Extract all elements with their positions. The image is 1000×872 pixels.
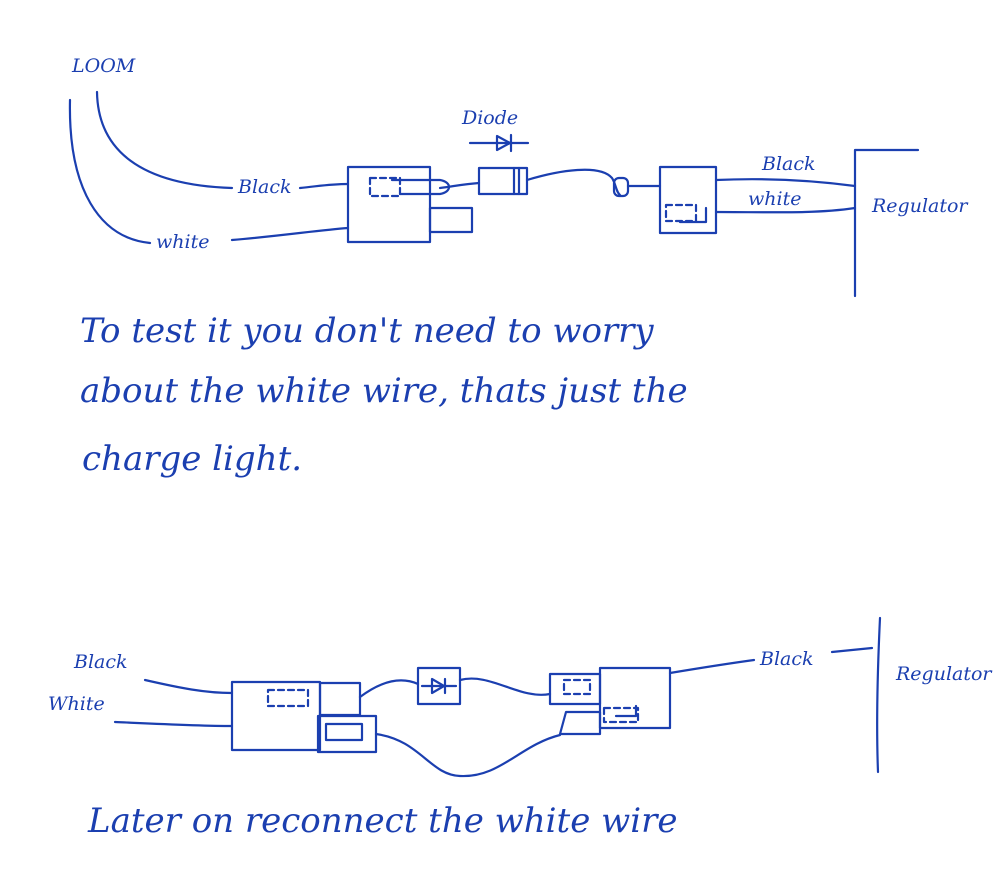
connector-right (658, 165, 718, 235)
regulator-label: Regulator (871, 195, 969, 217)
top-diagram: LOOM Black white Diode (68, 55, 969, 298)
connector-bottom-left-socket (266, 688, 310, 708)
note-top-line-2: about the white wire, thats just the (80, 371, 688, 411)
diode-symbol (468, 133, 530, 153)
connector-bottom-left-plug-inner (324, 722, 364, 742)
connector-bottom-right-plug-top (548, 672, 602, 706)
connector-bottom-left-plug-top (318, 681, 362, 717)
connector-bottom-right-socket-top (562, 678, 592, 696)
wire-diode-to-right (525, 168, 622, 197)
regulator-bracket-bottom (876, 616, 882, 774)
loom-label: LOOM (71, 55, 136, 77)
wire-from-diode-block (458, 677, 552, 696)
regulator-bracket (853, 148, 920, 298)
connector-bottom-right-plug-bottom (558, 710, 602, 736)
loom-wire-black (95, 90, 234, 190)
label-white-bottom-left: White (48, 693, 105, 715)
loom-wire-white (68, 98, 152, 245)
diode-block-symbol (420, 677, 458, 695)
diode-label: Diode (461, 107, 518, 129)
connector-bottom-right-pin (614, 704, 638, 718)
bottom-note: Later on reconnect the white wire (87, 801, 678, 841)
connector-left-spade (428, 206, 474, 234)
label-black-bottom-right: Black (759, 648, 814, 670)
wire-white-to-connector (230, 226, 350, 242)
wire-to-diode-block (358, 679, 420, 699)
wire-black-bottom-out (668, 658, 756, 675)
diode-block (416, 666, 462, 706)
label-black-left: Black (237, 176, 292, 198)
top-note: To test it you don't need to worry about… (80, 311, 688, 479)
note-top-line-3: charge light. (82, 439, 302, 479)
wire-black-right (714, 178, 857, 188)
connector-bottom-right (598, 666, 672, 730)
wire-white-bottom-in (113, 720, 234, 728)
connector-right-pin (678, 206, 708, 224)
bottom-diagram: Black White Black Regulat (48, 616, 993, 778)
wire-black-bottom-in (143, 678, 234, 695)
connector-left-socket (368, 176, 402, 198)
wire-black-to-connector (298, 182, 350, 190)
connector-right-socket (664, 203, 698, 223)
diode-band (512, 166, 521, 196)
wire-white-right (714, 206, 857, 214)
regulator-label-bottom: Regulator (895, 663, 993, 685)
wire-white-loop (374, 732, 562, 778)
connector-bottom-right-socket (602, 706, 640, 724)
note-bottom-line-1: Later on reconnect the white wire (87, 801, 678, 841)
wire-connector-to-diode (438, 181, 481, 190)
label-white-right: white (748, 188, 801, 210)
label-black-right: Black (761, 153, 816, 175)
wire-black-bottom-tail (830, 646, 874, 654)
label-black-bottom-left: Black (73, 651, 128, 673)
note-top-line-1: To test it you don't need to worry (80, 311, 654, 351)
connector-left (346, 165, 432, 244)
label-white-left: white (156, 231, 209, 253)
connector-bottom-left (230, 680, 322, 752)
